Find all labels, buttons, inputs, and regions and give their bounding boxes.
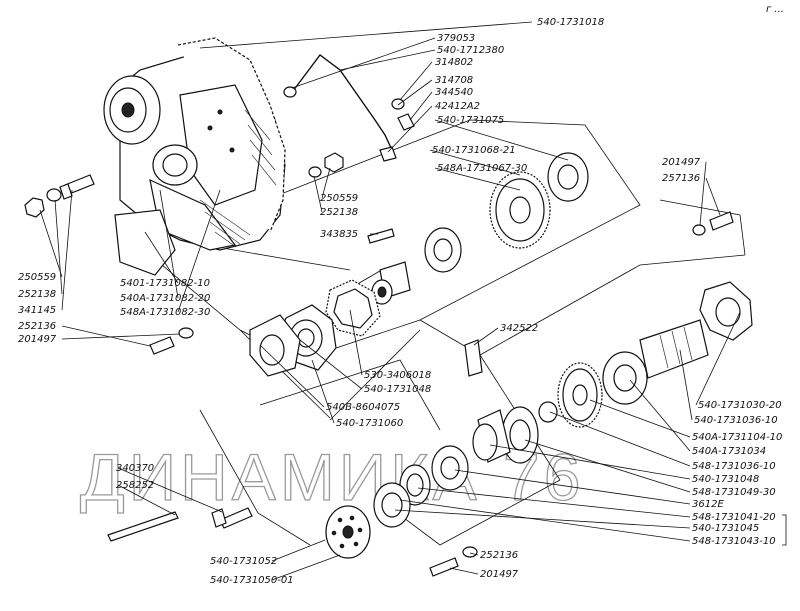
nut-344540 [397, 113, 415, 131]
label-3612e: 3612Е [692, 499, 724, 510]
bolt-201497-left [149, 336, 175, 355]
label-540-1731036-10: 540-1731036-10 [694, 415, 778, 426]
bearing-540-1731075 [547, 152, 589, 202]
label-540a-1731034: 540А-1731034 [692, 446, 766, 457]
bolt-257136 [709, 211, 734, 231]
label-548-1731049-30: 548-1731049-30 [692, 487, 776, 498]
label-548-1731043-10: 548-1731043-10 [692, 536, 776, 547]
label-201497-bot: 201497 [480, 569, 519, 580]
bearing-42412a2 [424, 227, 462, 273]
bolt-341145 [59, 174, 95, 200]
leader-lines [39, 21, 741, 581]
timing-housing-cover [103, 37, 286, 276]
disc-540-1731050 [325, 505, 371, 559]
seal-540b-8604075 [249, 314, 301, 377]
washer-548-1731036 [538, 401, 558, 423]
label-530-3406018: 530-3406018 [364, 370, 431, 381]
label-540-1731060: 540-1731060 [336, 418, 403, 429]
label-340370: 340370 [116, 463, 154, 474]
label-252138-left: 252138 [18, 289, 56, 300]
key-340370 [107, 511, 179, 542]
label-540-1731048-b: 540-1731048 [692, 474, 759, 485]
label-540a-1731082-20: 540А-1731082-20 [120, 293, 210, 304]
label-548-1731041-20: 548-1731041-20 [692, 512, 776, 523]
flange-plate-540-1731030 [699, 281, 753, 341]
label-42412a2: 42412А2 [435, 101, 480, 112]
gasket-530-3406018 [325, 279, 381, 337]
cover-548-1731049 [501, 406, 539, 464]
label-252138-mid: 252138 [320, 207, 358, 218]
label-540a-1731104-10: 540А-1731104-10 [692, 432, 782, 443]
washer-252136-left [178, 327, 194, 339]
label-314802: 314802 [435, 57, 473, 68]
ring-379053 [283, 86, 297, 98]
key-342522 [464, 339, 483, 377]
label-379053: 379053 [437, 33, 475, 44]
part-labels: 540-1731018 379053 540-1712380 314802 31… [18, 17, 782, 586]
bracket [782, 514, 787, 546]
label-540-1731068-21: 540-1731068-21 [432, 145, 516, 156]
bolt-201497-bot [429, 557, 459, 577]
nut-250559-left [24, 197, 45, 218]
label-548a-1731067-30: 548А-1731067-30 [437, 163, 527, 174]
label-548-1731036-10: 548-1731036-10 [692, 461, 776, 472]
shaft-540-1731036 [639, 319, 709, 379]
label-250559-left: 250559 [18, 272, 56, 283]
label-343835: 343835 [320, 229, 358, 240]
label-540-1731048-a: 540-1731048 [364, 384, 431, 395]
label-341145: 341145 [18, 305, 56, 316]
washer-314802 [391, 98, 405, 110]
label-252136-left: 252136 [18, 321, 56, 332]
pin-314708 [379, 146, 397, 162]
nut-250559-mid [324, 152, 344, 173]
label-540-1731052: 540-1731052 [210, 556, 277, 567]
label-540-1731018: 540-1731018 [537, 17, 604, 28]
gear-upper [489, 171, 551, 249]
washer-252138-mid [308, 166, 322, 178]
seal-540-1731045 [373, 482, 411, 528]
label-257136: 257136 [662, 173, 700, 184]
label-540b-8604075: 540В-8604075 [326, 402, 400, 413]
label-540-1731030-20: 540-1731030-20 [698, 400, 782, 411]
spring-wire-540-1712380 [289, 54, 393, 151]
washer-252138-left [46, 188, 62, 202]
label-548a-1731082-30: 548А-1731082-30 [120, 307, 210, 318]
corner-mark: г ... [766, 4, 784, 15]
label-540-1731045: 540-1731045 [692, 523, 759, 534]
shaft-540-1731068 [371, 261, 411, 305]
washer-252136-bot [462, 546, 478, 558]
label-314708: 314708 [435, 75, 473, 86]
label-201497-left: 201497 [18, 334, 57, 345]
label-250559-mid: 250559 [320, 193, 358, 204]
label-201497-top: 201497 [662, 157, 701, 168]
bolt-258252 [219, 507, 253, 529]
sleeve-540-1731048 [472, 409, 511, 463]
label-540-1712380: 540-1712380 [437, 45, 504, 56]
bearing-540a-1731034 [602, 351, 648, 405]
gear-540a-1731104 [557, 362, 603, 428]
label-342522: 342522 [500, 323, 538, 334]
label-344540: 344540 [435, 87, 473, 98]
label-252136-bot: 252136 [480, 550, 518, 561]
label-258252: 258252 [116, 480, 154, 491]
key-343835 [367, 228, 395, 244]
label-5401-1731082-10: 5401-1731082-10 [120, 278, 210, 289]
label-540-1731075: 540-1731075 [437, 115, 504, 126]
washer-201497-top [692, 224, 706, 236]
label-540-1731050-01: 540-1731050-01 [210, 575, 294, 586]
bearing-3612e [431, 445, 469, 491]
